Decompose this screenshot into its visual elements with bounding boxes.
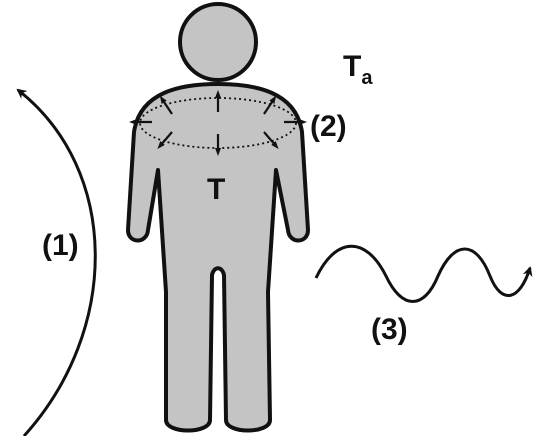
heat-band: [129, 90, 307, 156]
head: [178, 2, 258, 82]
body-temperature-label: T: [207, 173, 225, 206]
label-path-1: (1): [42, 229, 79, 262]
ambient-temperature-label: Ta: [343, 50, 373, 89]
curved-arrow-1: [16, 88, 97, 436]
body-silhouette: [126, 82, 310, 433]
wavy-arrow-3: [314, 244, 533, 303]
label-path-2: (2): [310, 110, 347, 143]
human-figure: [126, 2, 310, 433]
heat-band-arrows: [129, 90, 307, 156]
label-path-3: (3): [371, 313, 408, 346]
